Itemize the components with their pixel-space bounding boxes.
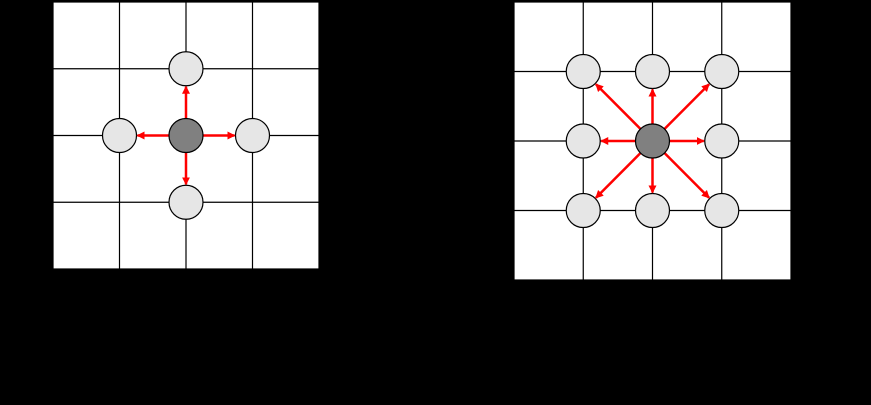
eight-neighborhood-panel bbox=[513, 1, 792, 281]
neighbor-node bbox=[704, 192, 740, 229]
neighbor-node bbox=[168, 51, 204, 87]
neighbor-node bbox=[565, 123, 601, 159]
neighbor-node bbox=[234, 117, 271, 154]
neighbor-node bbox=[101, 117, 138, 154]
neighbor-node bbox=[634, 192, 671, 229]
neighbor-node bbox=[704, 123, 740, 159]
neighbor-node bbox=[565, 192, 601, 229]
four-neighborhood-panel bbox=[52, 1, 320, 270]
neighbor-arrow bbox=[663, 83, 710, 130]
neighbor-node bbox=[565, 53, 601, 90]
neighbor-arrow bbox=[595, 83, 642, 130]
center-node bbox=[634, 123, 671, 159]
neighbor-node bbox=[168, 184, 204, 220]
neighbor-node bbox=[704, 53, 740, 90]
center-node bbox=[168, 117, 204, 154]
neighbor-arrow bbox=[595, 152, 642, 199]
neighbor-node bbox=[634, 53, 671, 90]
neighbor-arrow bbox=[663, 152, 710, 199]
